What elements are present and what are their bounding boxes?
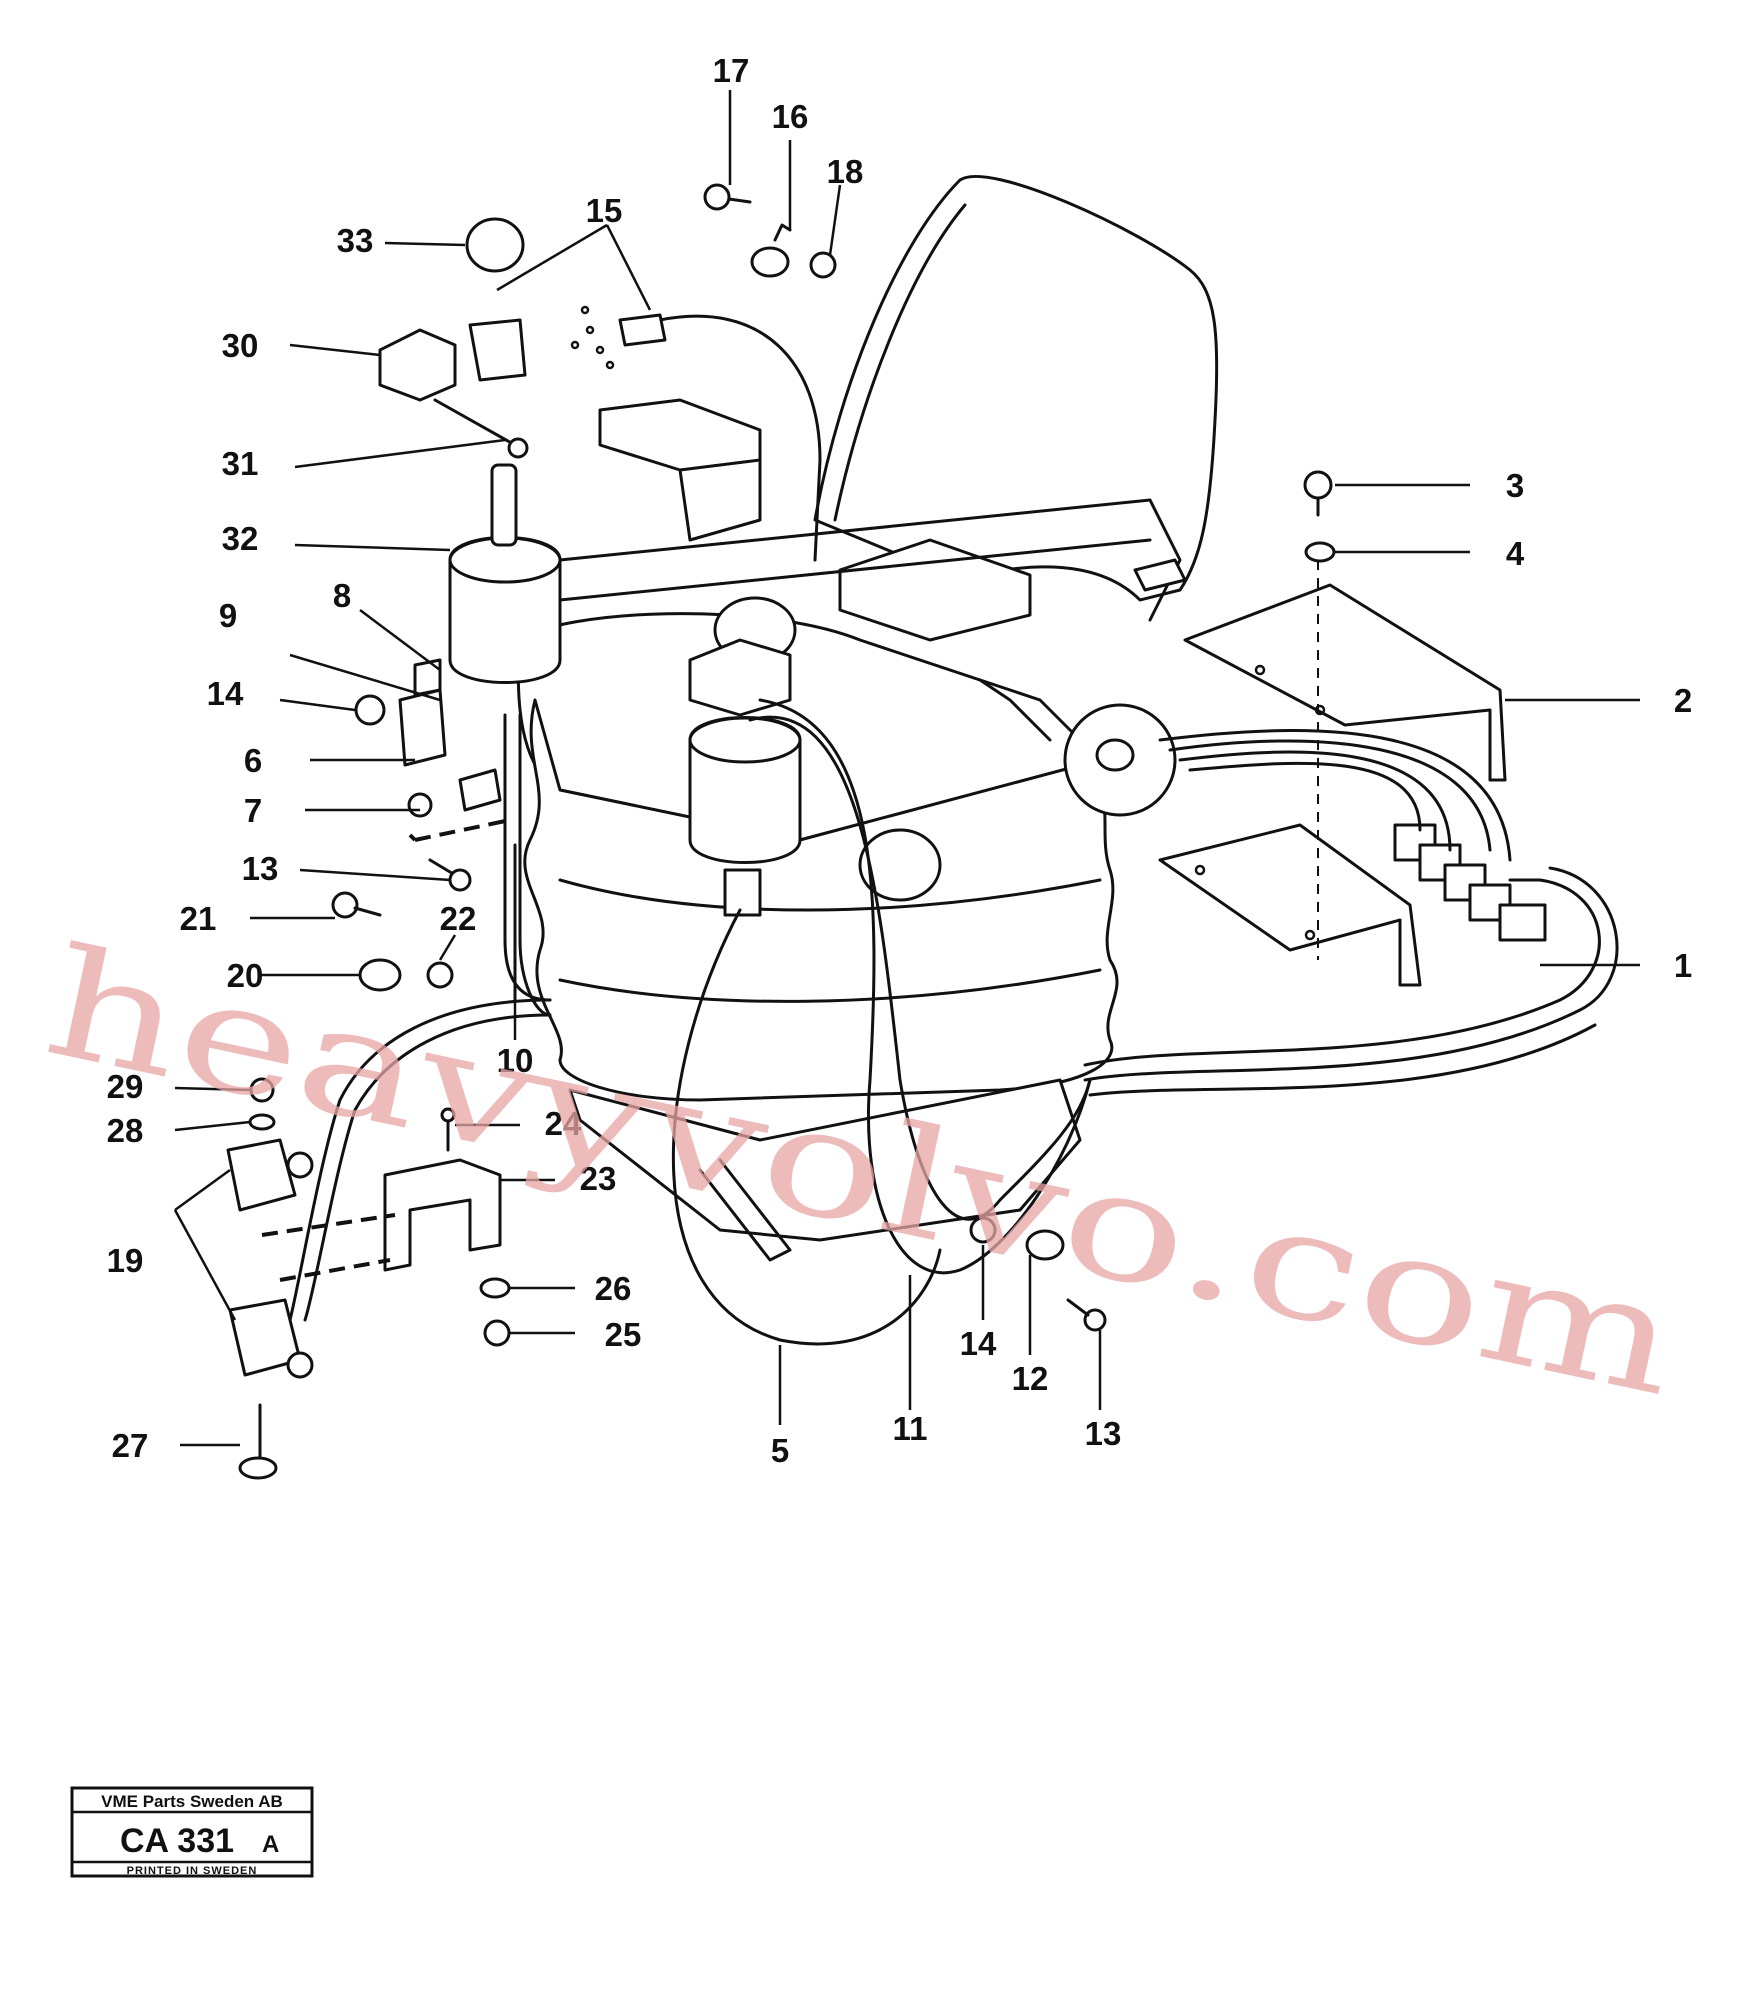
callout-27: 27 xyxy=(112,1427,149,1464)
stamp-company: VME Parts Sweden AB xyxy=(101,1792,283,1811)
stamp-footer: PRINTED IN SWEDEN xyxy=(127,1865,258,1877)
cover-plates xyxy=(1158,583,1507,987)
callout-20: 20 xyxy=(227,957,264,994)
callout-7: 7 xyxy=(244,792,262,829)
callout-14-right: 14 xyxy=(960,1325,997,1362)
stamp-code: CA 331 xyxy=(120,1822,234,1860)
callout-22: 22 xyxy=(440,900,477,937)
callout-28: 28 xyxy=(107,1112,144,1149)
callout-31: 31 xyxy=(222,445,259,482)
callout-1: 1 xyxy=(1674,947,1692,984)
callout-numbers: 1 2 3 4 5 6 7 8 9 10 11 12 13 13 14 14 1… xyxy=(107,52,1693,1469)
callout-13-left: 13 xyxy=(242,850,279,887)
callout-13-right: 13 xyxy=(1085,1415,1122,1452)
callout-9: 9 xyxy=(219,597,237,634)
callout-3: 3 xyxy=(1506,467,1524,504)
callout-5: 5 xyxy=(771,1432,789,1469)
callout-6: 6 xyxy=(244,742,262,779)
callout-10: 10 xyxy=(497,1042,534,1079)
callout-25: 25 xyxy=(605,1316,642,1353)
callout-16: 16 xyxy=(772,98,809,135)
callout-15: 15 xyxy=(586,192,623,229)
callout-11: 11 xyxy=(893,1410,928,1447)
callout-18: 18 xyxy=(827,153,864,190)
stamp-box: VME Parts Sweden AB CA 331 A PRINTED IN … xyxy=(70,1786,314,1878)
callout-14-left: 14 xyxy=(207,675,244,712)
callout-17: 17 xyxy=(713,52,750,89)
callout-24: 24 xyxy=(545,1105,582,1142)
callout-32: 32 xyxy=(222,520,259,557)
callout-33: 33 xyxy=(337,222,374,259)
callout-21: 21 xyxy=(180,900,217,937)
air-filter xyxy=(688,596,802,917)
callout-30: 30 xyxy=(222,327,259,364)
callout-19: 19 xyxy=(107,1242,144,1279)
callout-26: 26 xyxy=(595,1270,632,1307)
callout-8: 8 xyxy=(333,577,351,614)
connector-block xyxy=(1393,823,1547,942)
small-parts xyxy=(226,183,1336,1480)
callout-2: 2 xyxy=(1674,682,1692,719)
compressor-motor xyxy=(448,463,562,684)
leader-lines xyxy=(173,90,1640,1447)
stamp-code-suffix: A xyxy=(262,1831,279,1858)
callout-4: 4 xyxy=(1506,535,1525,572)
callout-12: 12 xyxy=(1012,1360,1049,1397)
callout-23: 23 xyxy=(580,1160,617,1197)
seat-assembly xyxy=(516,174,1219,1262)
callout-29: 29 xyxy=(107,1068,144,1105)
